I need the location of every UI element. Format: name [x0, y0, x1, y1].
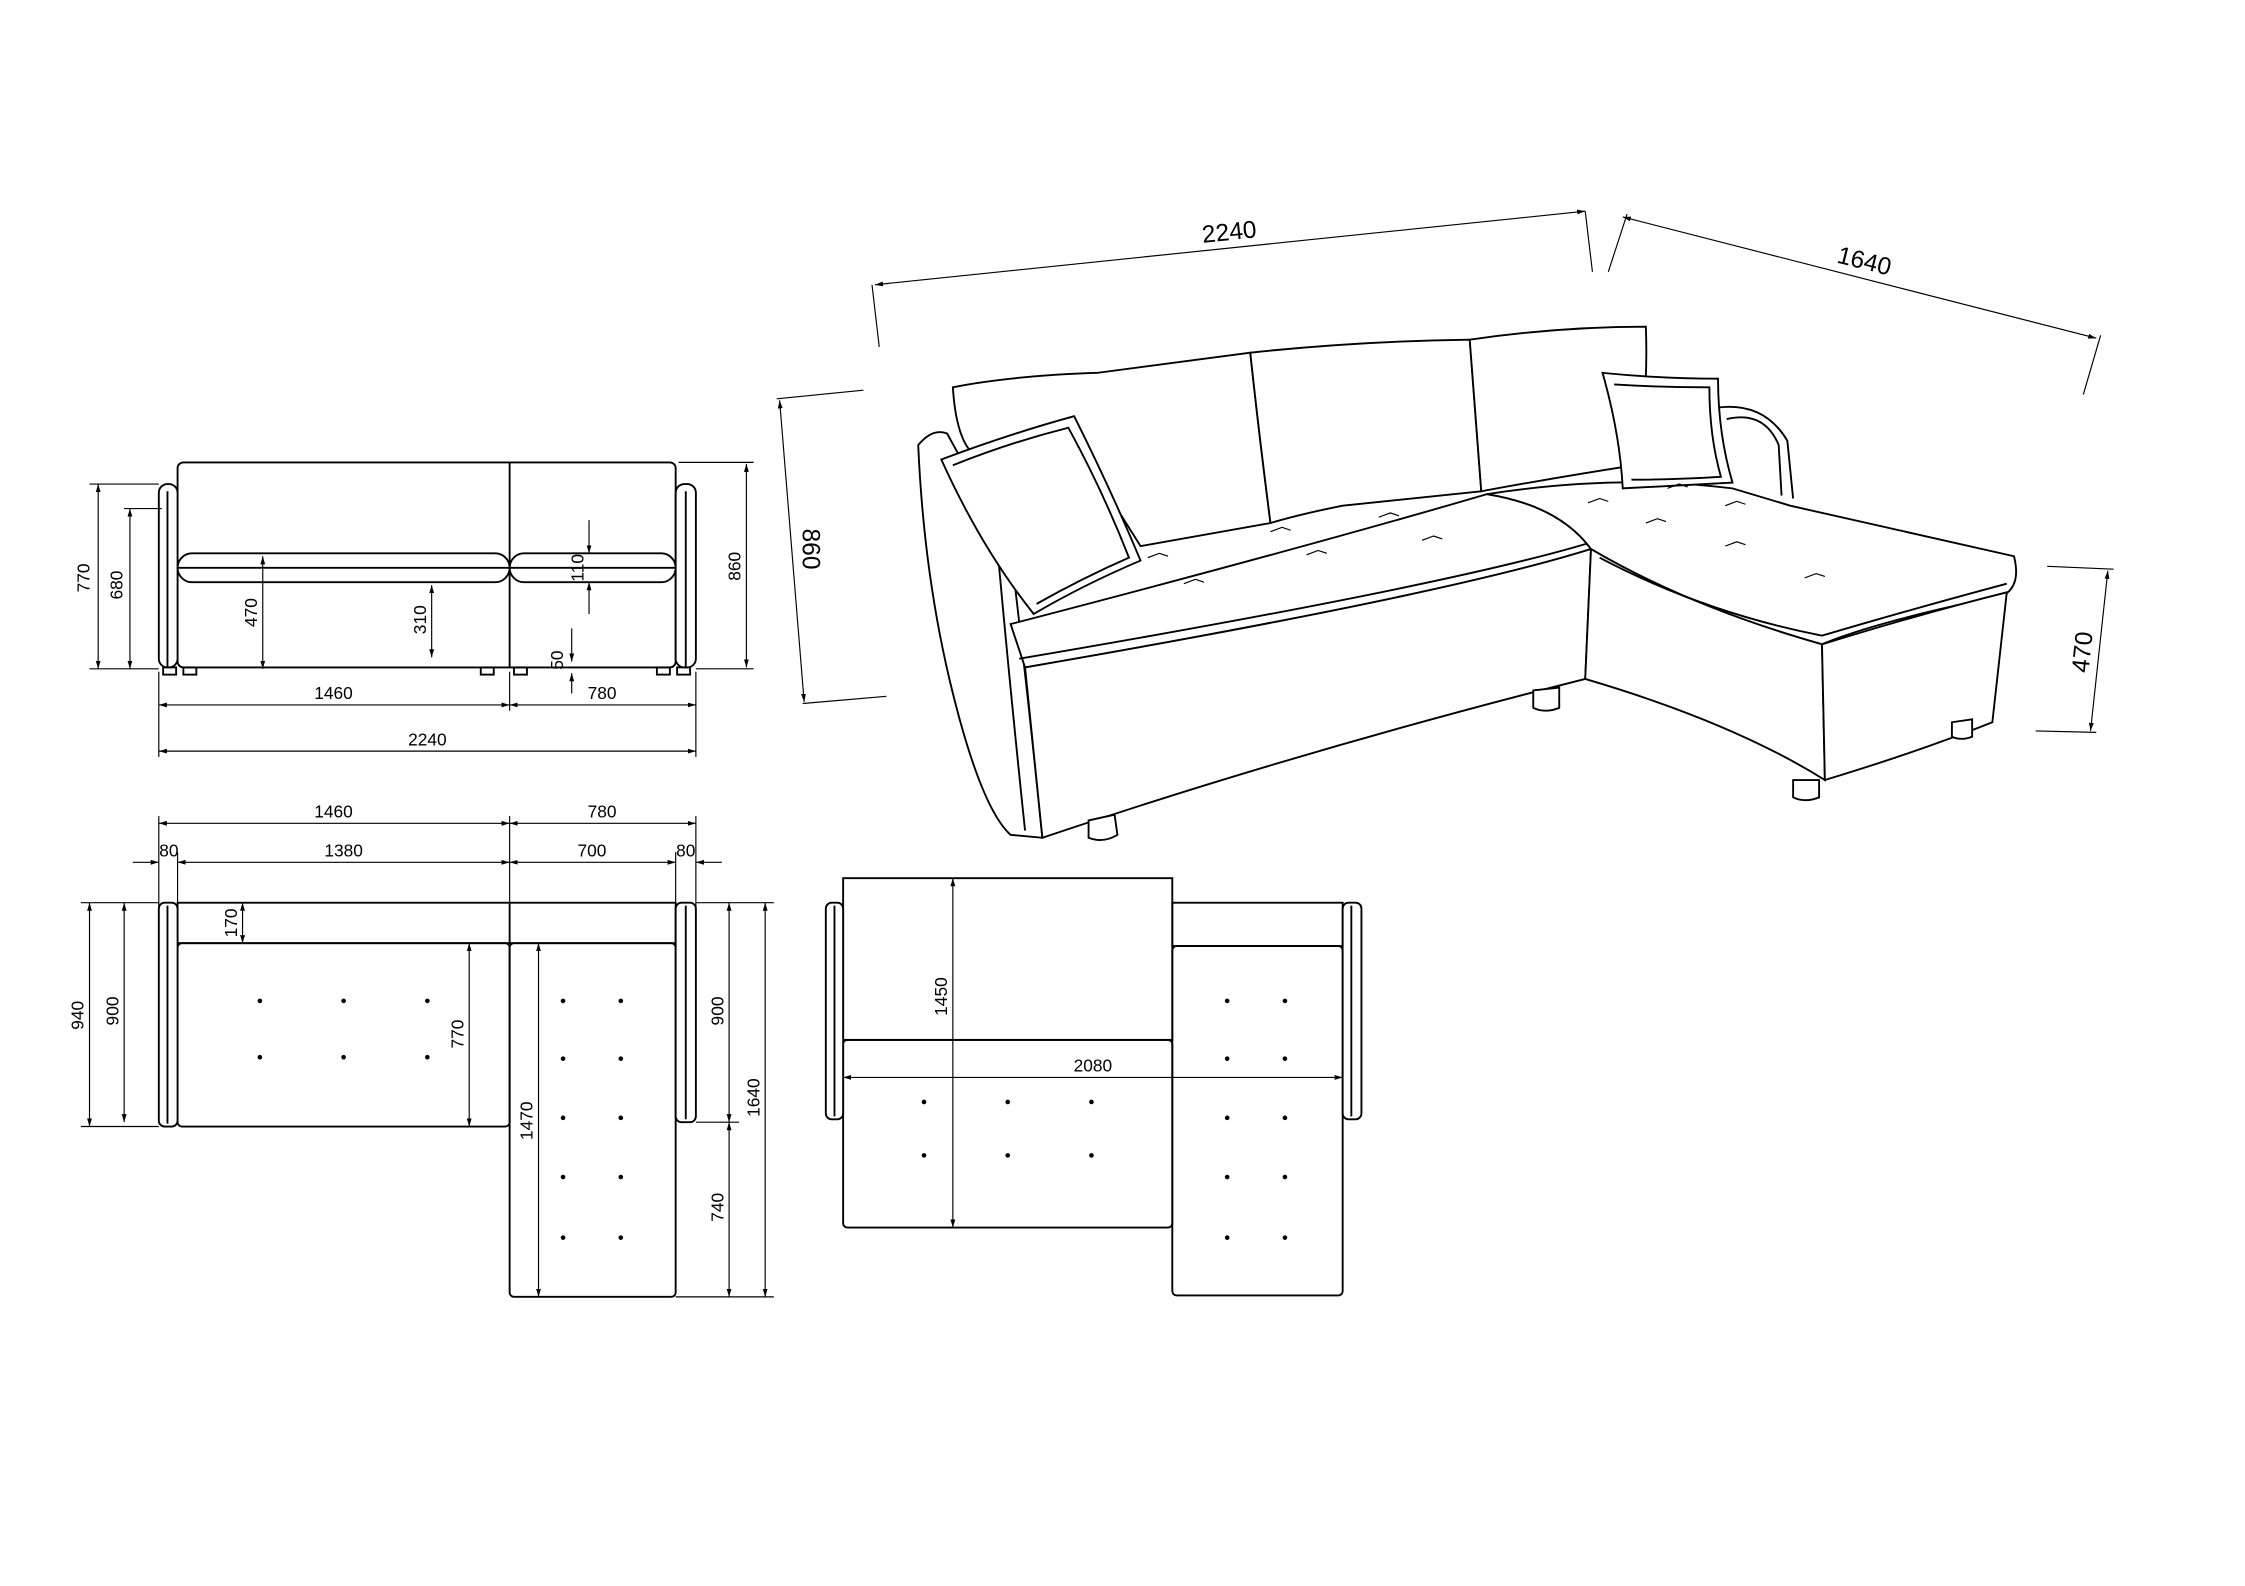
dim-1460: 1460: [314, 802, 353, 822]
top-view: 1460 780 80 1380 700 80 170 940 900: [68, 802, 774, 1298]
tufting-dots: [257, 998, 624, 1240]
dim-1470: 1470: [517, 1101, 537, 1140]
dim-900-right: 900: [707, 997, 727, 1026]
dim-770: 770: [447, 1020, 467, 1049]
dim-2240: 2240: [408, 729, 447, 749]
dim-900-left: 900: [102, 997, 122, 1026]
bed-view: 1450 2080: [824, 877, 1363, 1297]
dim-1640: 1640: [743, 1078, 763, 1117]
dim-1450: 1450: [931, 977, 951, 1016]
dim-170: 170: [221, 908, 241, 937]
isometric-view: 2240 1640 860 470: [776, 209, 2114, 841]
dim-780: 780: [588, 802, 617, 822]
dim-1640: 1640: [1834, 242, 1893, 281]
dim-110: 110: [567, 554, 587, 582]
dim-80-right: 80: [676, 841, 695, 861]
dim-940: 940: [68, 1001, 88, 1030]
sofa-illustration: [917, 325, 2018, 841]
dim-770: 770: [74, 563, 94, 592]
dim-780: 780: [588, 683, 617, 703]
dim-2240: 2240: [1201, 216, 1258, 249]
dim-2080: 2080: [1074, 1056, 1113, 1076]
dim-700: 700: [577, 841, 606, 861]
dim-1460: 1460: [314, 683, 353, 703]
legs: [162, 666, 692, 676]
tufting-dots: [921, 998, 1288, 1240]
dim-80-left: 80: [159, 841, 178, 861]
dim-470: 470: [241, 598, 261, 627]
front-view: 770 680 470 310 110 50 860 1460 780 2240: [74, 461, 754, 757]
dim-680: 680: [107, 571, 127, 600]
dim-1380: 1380: [324, 841, 363, 861]
dim-860: 860: [725, 552, 745, 581]
dim-470: 470: [2067, 630, 2098, 674]
dim-310: 310: [410, 605, 430, 634]
dim-860: 860: [797, 529, 824, 570]
dim-740: 740: [707, 1193, 727, 1222]
dim-50: 50: [547, 651, 567, 670]
